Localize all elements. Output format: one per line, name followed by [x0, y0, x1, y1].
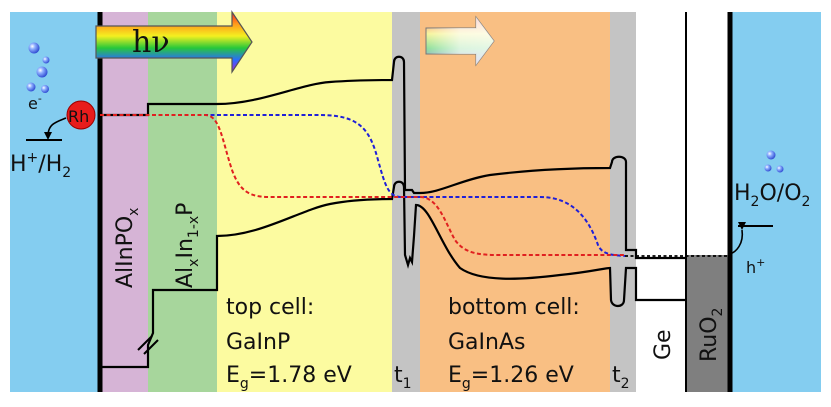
anode-redox: H2O/O2 — [734, 181, 810, 210]
layer-ge — [636, 12, 686, 392]
electrolyte-right — [730, 12, 821, 392]
rainbow-arrow-icon — [95, 10, 253, 74]
top-cell-title: top cell: — [226, 295, 314, 320]
layer-bottom-cell — [420, 12, 610, 392]
layer-alinpo — [98, 12, 148, 392]
illumination-label: hν — [132, 25, 170, 60]
top-cell-bandgap: Eg=1.78 eV — [226, 363, 352, 392]
t2-label: t2 — [612, 363, 630, 392]
conduction-band — [100, 55, 686, 260]
bottom-cell-title: bottom cell: — [448, 295, 580, 320]
cathode-redox: H+/H2 — [10, 150, 71, 181]
rh-catalyst-icon — [66, 100, 96, 130]
layer-tunnel-1 — [392, 12, 420, 392]
alinpo-label: AlInPOx — [113, 208, 142, 288]
electron-label: e- — [28, 92, 42, 113]
bubbles-left-icon — [26, 42, 50, 93]
break-mark-2 — [143, 339, 159, 355]
ge-label: Ge — [651, 329, 676, 360]
hole-arrowhead-icon — [738, 222, 746, 230]
electrolyte-left — [10, 12, 98, 392]
t1-label: t1 — [394, 363, 412, 392]
layer-tunnel-2 — [610, 12, 636, 392]
quasi-fermi-hole — [100, 114, 625, 256]
layer-alinp — [148, 12, 217, 392]
bubbles-right-icon — [764, 150, 784, 173]
rh-label: Rh — [68, 107, 89, 126]
electron-arrowhead-icon — [44, 132, 52, 140]
hole-label: h+ — [746, 256, 765, 277]
bottom-cell-material: GaInAs — [448, 330, 525, 355]
bottom-cell-bandgap: Eg=1.26 eV — [448, 363, 574, 392]
layer-ruo2 — [686, 255, 730, 392]
top-cell-material: GaInP — [226, 330, 290, 355]
layer-top-cell — [217, 12, 392, 392]
alinp-label: AlxIn1-xP — [173, 203, 202, 288]
valence-band — [100, 180, 686, 369]
hole-arrow-icon — [729, 229, 744, 255]
quasi-fermi-electron — [100, 114, 626, 257]
break-mark-1 — [137, 335, 153, 351]
ruo2-label: RuO2 — [697, 308, 726, 362]
fading-arrow-icon — [425, 15, 495, 67]
